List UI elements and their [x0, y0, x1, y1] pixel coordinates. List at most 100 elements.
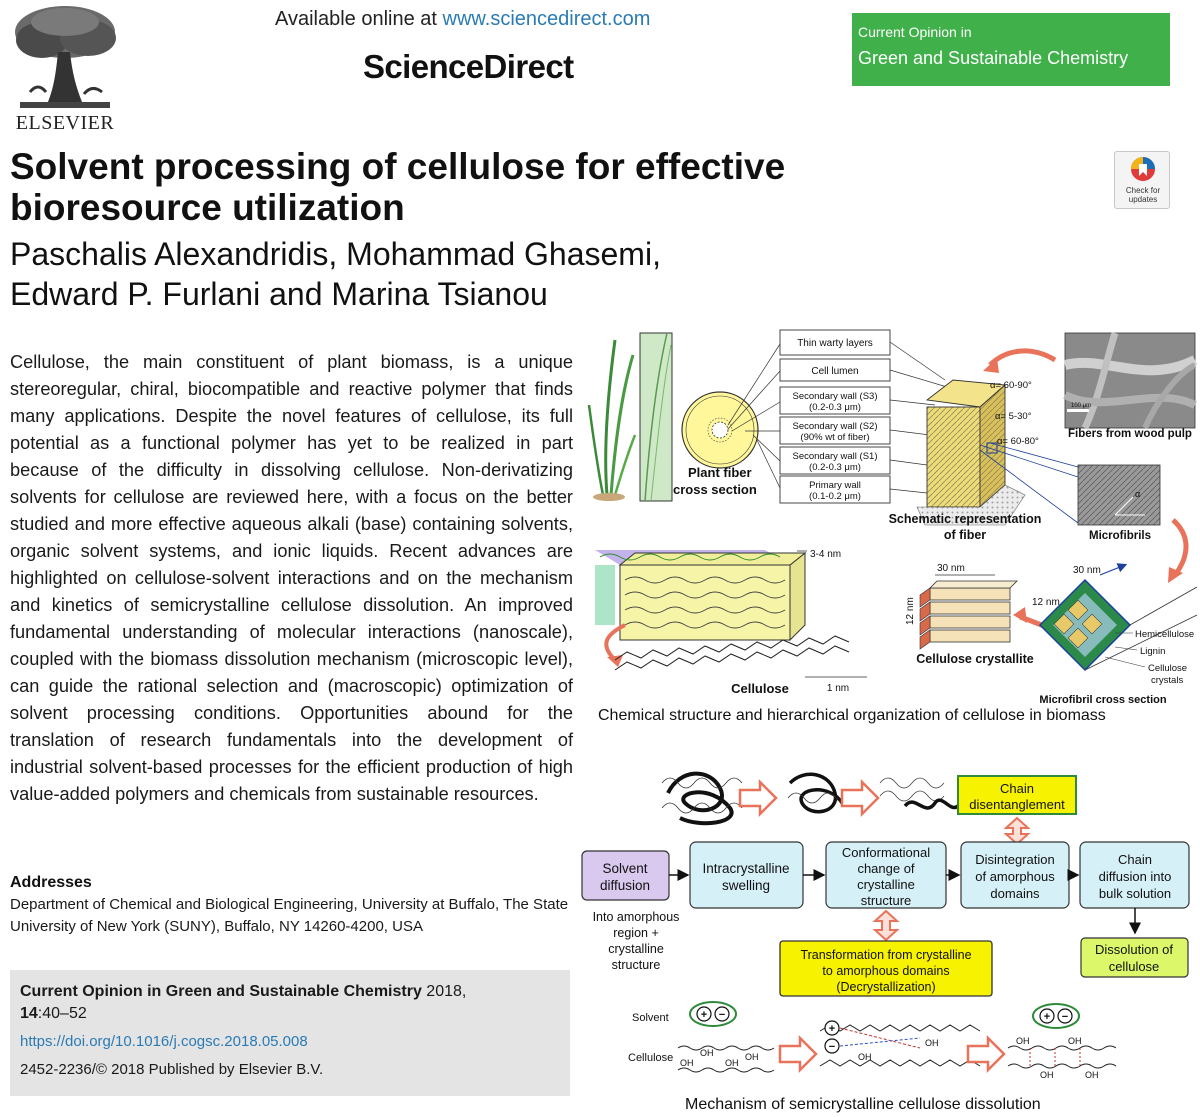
oh-1: OH — [700, 1048, 714, 1058]
cellulose-crystals-label-1: Cellulose — [1148, 663, 1187, 674]
solvated-chain-panel: + − — [819, 1020, 981, 1067]
available-prefix: Available online at — [275, 8, 443, 30]
label-thin-warty: Thin warty layers — [797, 338, 873, 349]
citation-line: Current Opinion in Green and Sustainable… — [20, 981, 560, 1025]
sciencedirect-link[interactable]: www.sciencedirect.com — [442, 8, 651, 30]
angle-label-1: α= 60-90° — [990, 380, 1032, 391]
dim-1nm-label: 1 nm — [827, 683, 849, 694]
dissolved-chain-panel — [1007, 1045, 1117, 1069]
ion-plus-1: + — [701, 1009, 707, 1021]
elsevier-logo: ELSEVIER — [10, 2, 120, 134]
fiber-schematic — [916, 379, 1026, 526]
figure1-caption: Chemical structure and hierarchical orga… — [598, 707, 1106, 724]
intra-2: swelling — [722, 878, 770, 893]
addresses-heading: Addresses — [10, 874, 92, 891]
double-arrow-vertical-icon — [872, 909, 900, 942]
cellulose-chain-panel-1 — [677, 1045, 775, 1073]
fibers-wood-pulp-label: Fibers from wood pulp — [1068, 428, 1192, 440]
transf-2: to amorphous domains — [822, 964, 949, 978]
cellulose-crystals-label-2: crystals — [1151, 675, 1183, 686]
journal-banner-line1: Current Opinion in — [858, 24, 972, 40]
flow-arrow-right-icon — [778, 1034, 818, 1074]
disint-3: domains — [990, 886, 1040, 901]
chaindiff-3: bulk solution — [1099, 886, 1171, 901]
transf-1: Transformation from crystalline — [800, 948, 971, 962]
label-s1-2: (0.2-0.3 μm) — [809, 462, 861, 473]
intra-1: Intracrystalline — [702, 861, 789, 876]
label-s3-1: Secondary wall (S3) — [792, 391, 877, 402]
angle-label-3: α= 60-80° — [997, 436, 1039, 447]
authors-line-1: Paschalis Alexandridis, Mohammad Ghasemi… — [10, 236, 661, 272]
conf-1: Conformational — [842, 845, 930, 860]
label-cell-lumen: Cell lumen — [811, 366, 858, 377]
ion-minus-2: − — [829, 1041, 835, 1053]
oh-4: OH — [725, 1058, 739, 1068]
chaindiff-1: Chain — [1118, 852, 1152, 867]
figure2-caption: Mechanism of semicrystalline cellulose d… — [685, 1096, 1041, 1113]
cellulose-chains-box — [595, 550, 807, 642]
lignin-label: Lignin — [1140, 646, 1165, 657]
microfibril-cs-label: Microfibril cross section — [1039, 694, 1166, 705]
publisher-wordmark: ELSEVIER — [15, 112, 115, 134]
dissolution-mechanism-figure: Chain disentanglement Solvent diffusion … — [581, 771, 1190, 1080]
dim-12a-label: 12 nm — [905, 597, 916, 625]
article-title: Solvent processing of cellulose for effe… — [10, 146, 870, 228]
disent-2: disentanglement — [969, 797, 1065, 812]
dim-12b-label: 12 nm — [1032, 597, 1060, 608]
sd-1: Solvent — [602, 861, 647, 876]
disint-1: Disintegration — [975, 852, 1055, 867]
label-s3-2: (0.2-0.3 μm) — [809, 402, 861, 413]
oh-5: OH — [925, 1038, 939, 1048]
ion-pair-icon: + − — [1032, 1003, 1080, 1029]
microfibrils-label: Microfibrils — [1089, 530, 1151, 542]
abstract-text: Cellulose, the main constituent of plant… — [10, 352, 573, 804]
plant-illustration-icon — [587, 339, 637, 501]
doi-link[interactable]: https://doi.org/10.1016/j.cogsc.2018.05.… — [20, 1033, 308, 1050]
box-chain-disentanglement — [957, 775, 1077, 815]
cellulose-label: Cellulose — [731, 681, 789, 696]
ion-plus-2: + — [829, 1023, 835, 1035]
citation-year: 2018, — [426, 983, 467, 1000]
addresses-text: Department of Chemical and Biological En… — [10, 896, 569, 935]
check-updates-label: Check for updates — [1125, 186, 1161, 204]
plant-fiber-label-2: cross section — [673, 482, 757, 497]
dim-3-4-label: 3-4 nm — [810, 549, 841, 560]
disint-2: of amorphous — [975, 869, 1055, 884]
oh-8: OH — [1068, 1036, 1082, 1046]
oh-10: OH — [1085, 1070, 1099, 1080]
cellulose-crystallite — [919, 580, 1018, 650]
cellulose-hierarchy-figure: Plant fiber cross section Thin warty lay… — [587, 329, 1198, 705]
label-pw-2: (0.1-0.2 μm) — [809, 491, 861, 502]
microfibrils-image — [1077, 464, 1161, 526]
ion-plus-3: + — [1044, 1011, 1050, 1023]
author-list: Paschalis Alexandridis, Mohammad Ghasemi… — [10, 234, 810, 314]
into-4: structure — [612, 958, 661, 972]
conf-2: change of — [857, 861, 914, 876]
citation-box: Current Opinion in Green and Sustainable… — [10, 970, 570, 1096]
journal-banner-line2: Green and Sustainable Chemistry — [858, 48, 1129, 68]
title-line-2: bioresource utilization — [10, 187, 405, 228]
sd-2: diffusion — [600, 878, 650, 893]
oh-9: OH — [1040, 1070, 1054, 1080]
citation-journal: Current Opinion in Green and Sustainable… — [20, 983, 422, 1000]
leaf-section — [639, 332, 673, 502]
schematic-label-1: Schematic representation — [889, 512, 1042, 526]
into-3: crystalline — [608, 942, 664, 956]
sem-fibers-image — [1063, 331, 1198, 430]
authors-line-2: Edward P. Furlani and Marina Tsianou — [10, 276, 548, 312]
plant-fiber-label-1: Plant fiber — [688, 465, 752, 480]
elsevier-tree-icon — [10, 2, 120, 110]
oh-6: OH — [858, 1052, 872, 1062]
dim-30b-label: 30 nm — [1073, 565, 1101, 576]
transf-3: (Decrystallization) — [836, 980, 935, 994]
ion-minus-1: − — [719, 1009, 725, 1021]
solvent-label: Solvent — [632, 1012, 669, 1024]
title-line-1: Solvent processing of cellulose for effe… — [10, 146, 786, 187]
check-updates-icon — [1131, 157, 1155, 181]
oh-7: OH — [1016, 1036, 1030, 1046]
schematic-label-2: of fiber — [944, 528, 986, 542]
crystallite-label: Cellulose crystallite — [916, 652, 1033, 666]
conf-3: crystalline — [857, 877, 915, 892]
check-for-updates-button[interactable]: Check for updates — [1114, 151, 1170, 209]
conf-4: structure — [861, 893, 912, 908]
